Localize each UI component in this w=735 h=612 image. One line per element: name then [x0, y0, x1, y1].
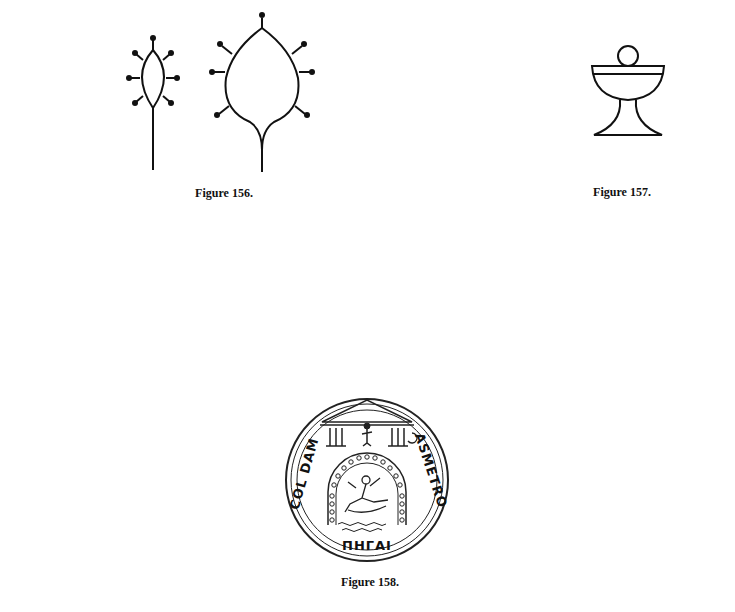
- figure-caption: Figure 158.: [341, 576, 399, 588]
- figure-156-left: [130, 40, 176, 170]
- coin-inscription: ASMETRO: [413, 431, 450, 509]
- figure-156-right: [214, 18, 310, 172]
- figure-156-right-dots: [209, 12, 315, 118]
- figure-156-left-dots: [126, 35, 180, 106]
- figure-caption: Figure 156.: [195, 187, 253, 199]
- figure-caption: Figure 157.: [593, 186, 651, 198]
- coin-inscription: ΠΗΓΑΙ: [342, 539, 392, 552]
- figure-157-cup: [592, 46, 664, 135]
- figure-158-coin: [286, 399, 448, 561]
